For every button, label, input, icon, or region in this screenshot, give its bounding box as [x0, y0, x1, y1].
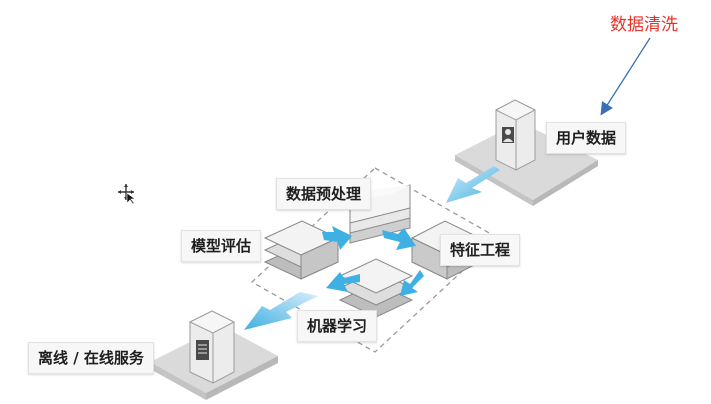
move-cursor-icon	[118, 184, 136, 205]
cycle-arrow-bottom-left	[326, 272, 360, 292]
label-feature-engineering: 特征工程	[440, 234, 521, 266]
annotation-data-cleaning: 数据清洗	[610, 15, 678, 35]
document-server-icon	[188, 310, 236, 384]
input-arrow	[446, 166, 500, 203]
annotation-arrow	[600, 37, 651, 116]
label-machine-learning: 机器学习	[297, 310, 378, 342]
label-service: 离线 / 在线服务	[28, 342, 154, 374]
model-evaluation-box	[263, 220, 340, 280]
machine-learning-box	[338, 258, 414, 318]
user-server-icon	[494, 99, 537, 171]
cycle-arrow-top-right	[382, 228, 416, 250]
label-user-data: 用户数据	[546, 122, 627, 154]
label-preprocess: 数据预处理	[276, 178, 372, 210]
output-arrow	[244, 292, 318, 330]
label-model-evaluation: 模型评估	[181, 230, 262, 262]
cycle-arrow-left-top	[322, 226, 352, 250]
cycle-arrow-right-bottom	[400, 270, 424, 296]
